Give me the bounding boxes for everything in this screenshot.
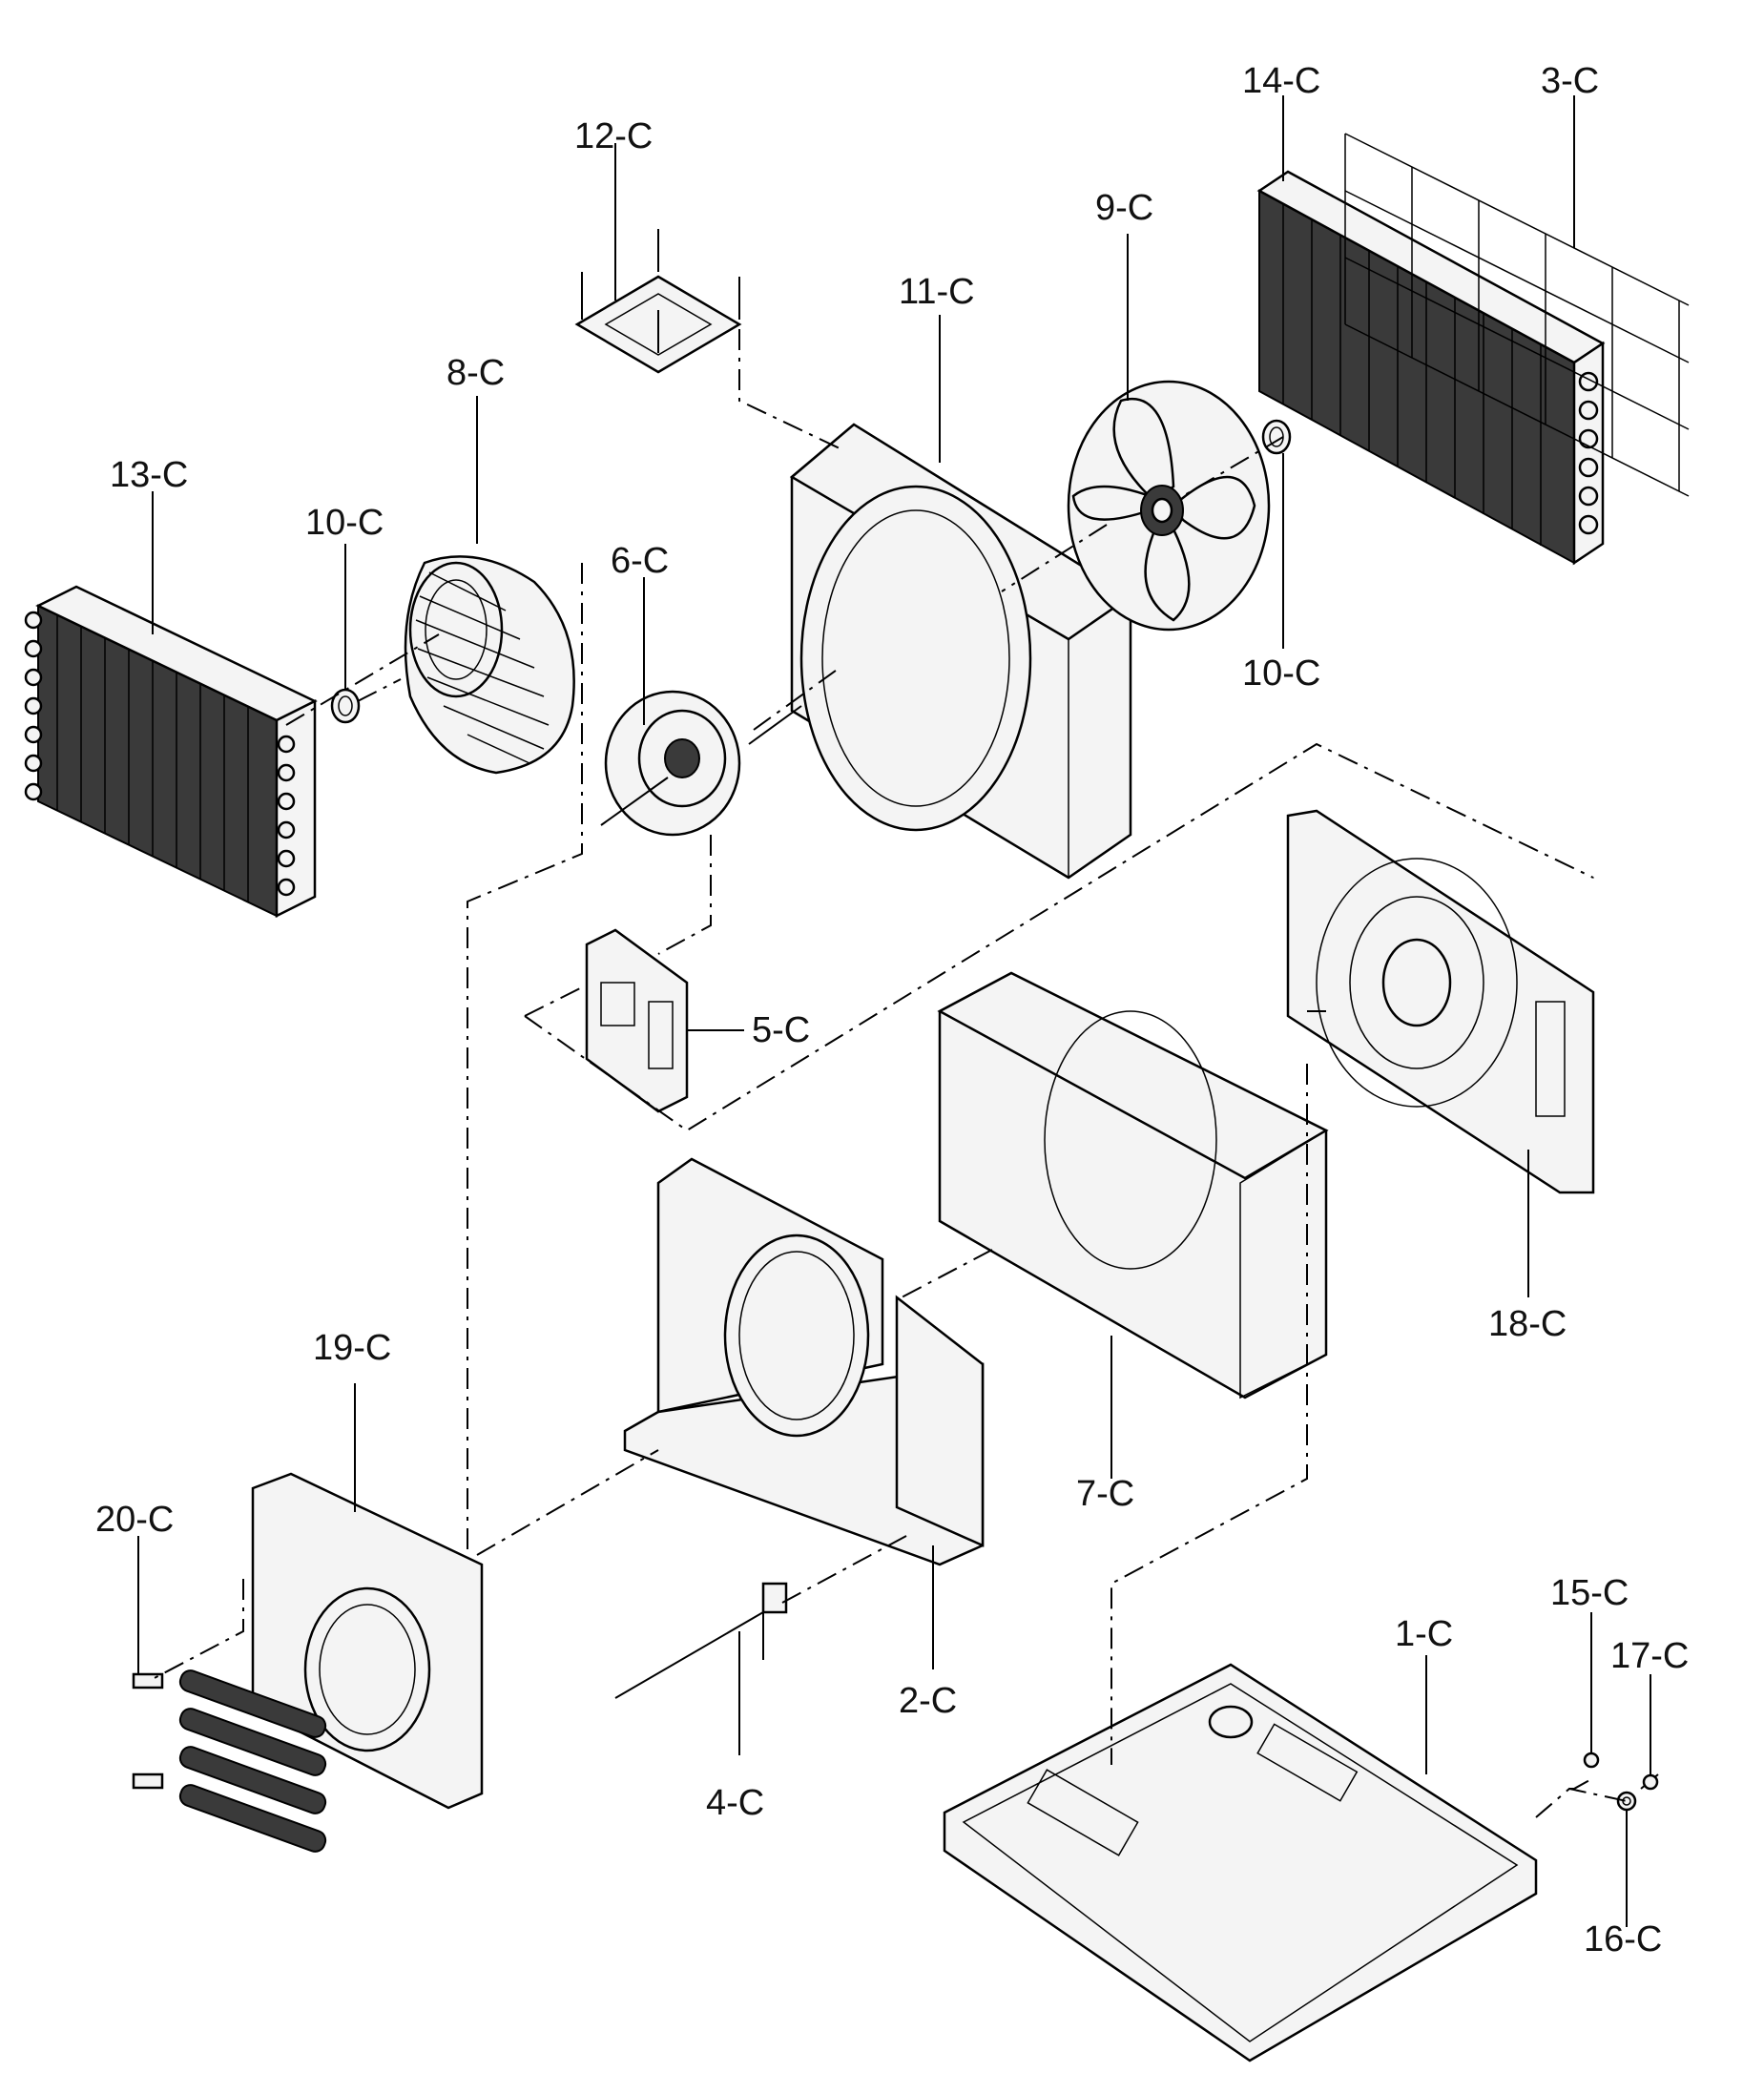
label-5c: 5-C [752, 1010, 810, 1050]
label-13c: 13-C [110, 455, 188, 495]
label-6c: 6-C [611, 541, 669, 581]
label-12c: 12-C [574, 116, 653, 156]
front-frame-2c [623, 1157, 985, 1566]
label-8c: 8-C [446, 353, 505, 393]
label-19c: 19-C [313, 1328, 391, 1368]
heater-20c [132, 1669, 327, 1853]
clamp-10c-right [1261, 419, 1292, 455]
label-14c: 14-C [1242, 61, 1320, 101]
label-7c: 7-C [1076, 1474, 1134, 1514]
motor-bracket-5c [585, 928, 689, 1113]
label-11c: 11-C [899, 272, 975, 312]
label-3c: 3-C [1541, 61, 1599, 101]
partition-7c [937, 971, 1329, 1399]
label-16c: 16-C [1584, 1919, 1662, 1959]
label-9c: 9-C [1095, 188, 1153, 228]
sensor-4c [614, 1582, 788, 1699]
assembly-lines [152, 329, 1628, 1818]
bracket-12c [574, 229, 742, 374]
label-15c: 15-C [1550, 1573, 1629, 1613]
rear-panel-18c [1286, 809, 1595, 1194]
base-pan-1c [943, 1663, 1538, 2063]
label-4c: 4-C [706, 1783, 764, 1823]
condenser-coil-14c [1256, 170, 1606, 566]
screws-15c-16c-17c [1583, 1752, 1659, 1812]
label-1c: 1-C [1395, 1614, 1453, 1654]
blower-wheel-8c [404, 555, 575, 775]
label-10c-left: 10-C [305, 503, 384, 543]
leader-lines [137, 95, 1651, 1927]
fan-shroud-11c [789, 423, 1133, 880]
label-18c: 18-C [1488, 1304, 1567, 1344]
motor-6c [600, 690, 802, 837]
label-2c: 2-C [899, 1681, 957, 1721]
label-20c: 20-C [95, 1500, 174, 1540]
evaporator-coil-13c [24, 585, 318, 919]
axial-fan-9c [1067, 380, 1271, 632]
label-17c: 17-C [1610, 1636, 1689, 1676]
grille-3c [1344, 133, 1690, 497]
part-labels: 14-C 3-C 12-C 9-C 11-C 8-C 13-C 10-C 6-C… [95, 61, 1689, 1959]
label-10c-right: 10-C [1242, 653, 1320, 694]
